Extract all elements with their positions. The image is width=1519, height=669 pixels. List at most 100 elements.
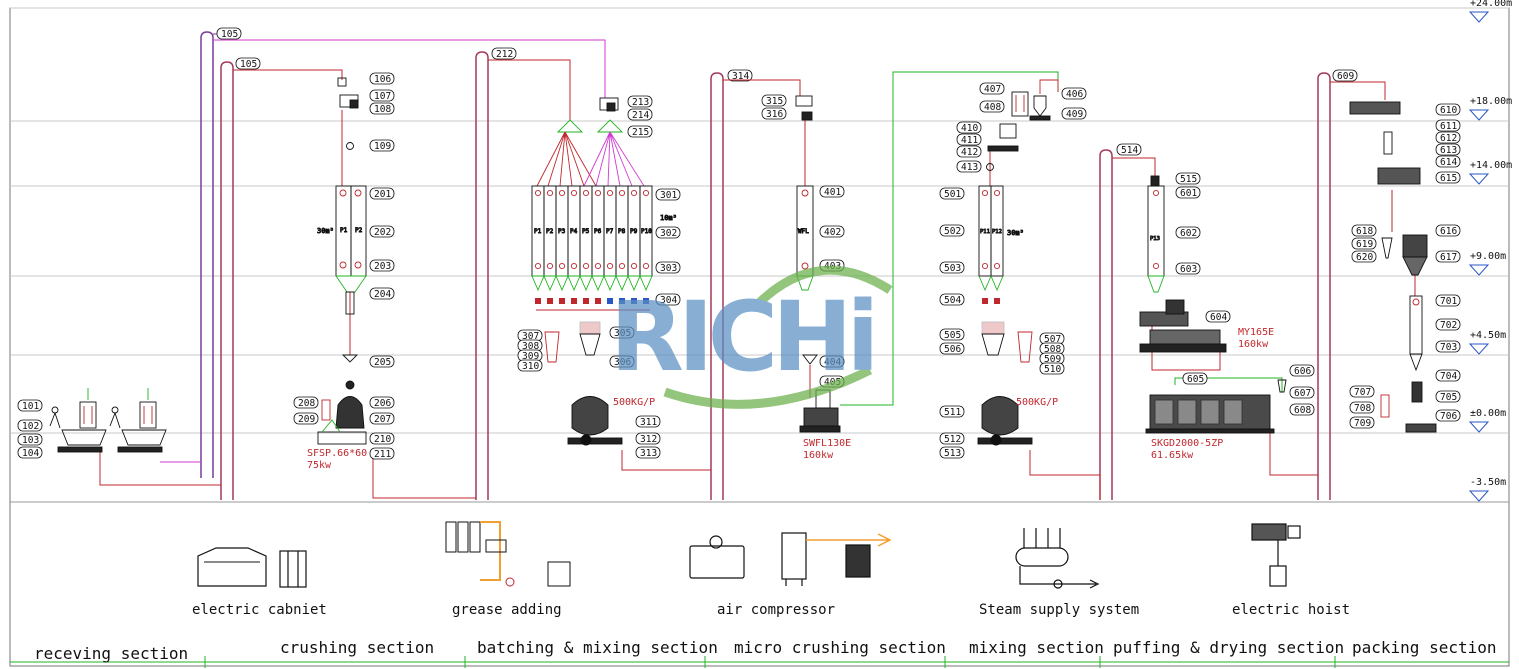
tag-510: 510	[1044, 364, 1061, 375]
tag-202: 202	[374, 227, 391, 238]
dryer	[1145, 379, 1287, 434]
level-marker: +14.00m	[1468, 160, 1512, 185]
section-label-micro-crushing: micro crushing section	[734, 638, 946, 657]
tag-512: 512	[944, 434, 961, 445]
micro-mill-model: SWFL130E	[803, 438, 851, 449]
tag-613: 613	[1440, 145, 1457, 156]
tag-404: 404	[824, 357, 841, 368]
tag-212: 212	[496, 49, 513, 60]
aux-label-electric-hoist: electric hoist	[1232, 602, 1350, 618]
crush-bins: P1 P2 30m³	[317, 185, 367, 293]
level-marker: +4.50m	[1468, 330, 1506, 355]
section-label-receiving: receving section	[34, 644, 188, 663]
tag-601: 601	[1180, 188, 1197, 199]
dryer-model: SKGD2000-5ZP	[1151, 438, 1223, 449]
tag-408: 408	[984, 102, 1001, 113]
aux-label-electric-cabinet: electric cabniet	[192, 602, 327, 618]
tag-502: 502	[944, 226, 961, 237]
tag-602: 602	[1180, 228, 1197, 239]
tag-514: 514	[1121, 145, 1138, 156]
tag-611: 611	[1440, 121, 1457, 132]
level-marker: +9.00m	[1468, 251, 1506, 276]
level-triangle-icon	[1468, 11, 1490, 23]
packing-tags: 610 611 612 613 614 615 616 617 618 619 …	[1349, 103, 1461, 429]
section-label-crushing: crushing section	[280, 638, 434, 657]
extruder-power: 160kw	[1238, 339, 1269, 350]
elevator-609	[1317, 72, 1331, 500]
micro-mill-power: 160kw	[803, 450, 834, 461]
batch-bins	[531, 185, 653, 311]
tag-604: 604	[1210, 312, 1227, 323]
tag-109: 109	[374, 141, 391, 152]
tag-312: 312	[640, 434, 657, 445]
tag-108: 108	[374, 104, 391, 115]
aux-label-air-compressor: air compressor	[717, 602, 835, 618]
mixing-tags: 406 407 408 409 410 411 412 413 501 502 …	[939, 82, 1087, 459]
tag-305: 305	[614, 328, 631, 339]
section-label-puffing-drying: puffing & drying section	[1113, 638, 1344, 657]
crushing-tags: 106 107 108 109 201 202 203 204 205 206 …	[293, 72, 395, 460]
bin-label: P12	[992, 229, 1002, 235]
batching-tags: 213 214 215 301 302 303 304 305 306 307 …	[517, 95, 681, 459]
bin-label: P7	[606, 228, 614, 235]
elevator-514	[1099, 149, 1113, 500]
bin-label: P6	[594, 228, 602, 235]
tag-304: 304	[660, 295, 677, 306]
level-triangle-icon	[1468, 173, 1490, 185]
tag-107: 107	[374, 91, 391, 102]
section-ruler	[10, 656, 1509, 668]
level-marker: +18.00m	[1468, 96, 1512, 121]
level-marker: ±0.00m	[1468, 408, 1506, 433]
level-triangle-icon	[1468, 421, 1490, 433]
tag-620: 620	[1356, 252, 1373, 263]
dump-pit-2	[109, 401, 167, 453]
aux-labels: electric cabniet grease adding air compr…	[192, 602, 1350, 618]
tag-213: 213	[632, 97, 649, 108]
tag-407: 407	[984, 84, 1001, 95]
hammer-mill	[317, 380, 367, 445]
bin-label: P2	[546, 228, 554, 235]
tag-706: 706	[1440, 411, 1457, 422]
tag-101: 101	[22, 401, 39, 412]
dryer-power: 61.65kw	[1151, 450, 1194, 461]
tag-603: 603	[1180, 264, 1197, 275]
tag-616: 616	[1440, 226, 1457, 237]
watermark-text: RICHi	[610, 281, 873, 393]
level-triangle-icon	[1468, 264, 1490, 276]
tag-411: 411	[961, 135, 978, 146]
aux-label-grease-adding: grease adding	[452, 602, 562, 618]
mixer-2	[977, 396, 1033, 446]
tag-614: 614	[1440, 157, 1457, 168]
level-marker: +24.00m	[1468, 0, 1512, 23]
tag-301: 301	[660, 190, 677, 201]
tag-511: 511	[944, 407, 961, 418]
aux-air-compressor	[689, 532, 892, 586]
tag-509: 509	[1044, 354, 1061, 365]
tag-210: 210	[374, 434, 391, 445]
section-label-mixing: mixing section	[969, 638, 1104, 657]
elevator-314	[710, 72, 724, 500]
tag-503: 503	[944, 263, 961, 274]
level-markers: +24.00m +18.00m +14.00m +9.00m +4.50m ±0…	[1468, 0, 1512, 502]
tag-515: 515	[1180, 174, 1197, 185]
level-label: +18.00m	[1470, 96, 1512, 107]
puffing-equipment: P13	[1139, 175, 1287, 434]
tag-204: 204	[374, 289, 391, 300]
aux-electric-hoist	[1251, 523, 1301, 587]
bin-capacity: 30m³	[317, 227, 334, 235]
tag-501: 501	[944, 189, 961, 200]
batching-equipment: P1 P2 P3 P4 P5 P6 P7 P8 P9 P10 10m³	[531, 97, 677, 446]
tag-104: 104	[22, 448, 39, 459]
tag-406: 406	[1066, 89, 1083, 100]
tag-302: 302	[660, 228, 677, 239]
tag-610: 610	[1440, 105, 1457, 116]
tag-605: 605	[1187, 374, 1204, 385]
tag-205: 205	[374, 357, 391, 368]
tag-702: 702	[1440, 320, 1457, 331]
tag-609: 609	[1337, 71, 1354, 82]
tag-215: 215	[632, 127, 649, 138]
level-triangle-icon	[1468, 343, 1490, 355]
micro-bin-label: WFL	[798, 228, 809, 235]
tag-309: 309	[522, 351, 539, 362]
tag-211: 211	[374, 449, 391, 460]
